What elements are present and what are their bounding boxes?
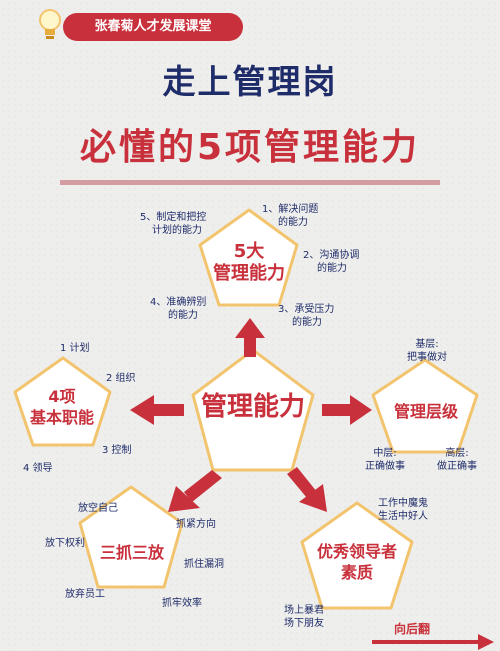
arrow-left-icon [130, 395, 184, 425]
left-node-title-line1: 4项 [48, 387, 76, 406]
left-pentagon [13, 356, 112, 447]
brand-badge: 张春菊人才发展课堂 [63, 13, 243, 41]
bl-item-3: 放弃员工 [65, 589, 105, 600]
top-pentagon [198, 208, 299, 307]
right-item-3: 高层:做正确事 [437, 448, 477, 472]
top-item-4: 4、准确辨别的能力 [150, 297, 207, 321]
left-node-title-line2: 基本职能 [29, 408, 94, 427]
right-node-title: 管理层级 [393, 402, 458, 421]
top-item-5: 5、制定和把控计划的能力 [140, 212, 207, 236]
arrow-down-right-icon [287, 467, 327, 512]
center-label: 管理能力 [200, 392, 305, 422]
center-pentagon [191, 348, 315, 472]
left-item-1: 1 计划 [60, 343, 90, 354]
bl-item-4: 抓紧方向 [176, 519, 216, 530]
bottom-right-pentagon [300, 501, 414, 610]
bl-item-2: 放下权利 [45, 538, 85, 549]
br-item-2: 场上暴君场下朋友 [284, 605, 324, 629]
arrow-right-long-icon [372, 634, 494, 650]
bottom-right-node-title-line1: 优秀领导者 [316, 542, 397, 561]
right-pentagon [371, 358, 479, 454]
title-divider [60, 180, 440, 185]
top-item-2: 2、沟通协调的能力 [303, 250, 360, 274]
top-node-title-line1: 5大 [233, 241, 265, 262]
bl-item-6: 抓牢效率 [162, 598, 202, 609]
bottom-right-node-title-line2: 素质 [340, 563, 373, 582]
arrow-up-icon [235, 318, 265, 357]
left-item-4: 4 领导 [23, 463, 53, 474]
bottom-left-node-title: 三抓三放 [99, 543, 164, 562]
top-item-1: 1、解决问题的能力 [262, 204, 319, 228]
arrow-right-icon [322, 395, 372, 425]
right-item-2: 中层:正确做事 [365, 448, 405, 472]
right-item-1: 基层:把事做对 [407, 339, 447, 363]
top-item-3: 3、承受压力的能力 [278, 304, 335, 328]
bl-item-5: 抓住漏洞 [184, 559, 224, 570]
page-subtitle: 必懂的5项管理能力 [79, 127, 421, 168]
left-item-3: 3 控制 [102, 445, 132, 456]
left-item-2: 2 组织 [106, 373, 136, 384]
bl-item-1: 放空自己 [78, 503, 118, 514]
br-item-1: 工作中魔鬼生活中好人 [378, 498, 428, 522]
next-page-label[interactable]: 向后翻 [394, 622, 431, 636]
bottom-left-pentagon [78, 485, 184, 589]
top-node-title-line2: 管理能力 [213, 263, 285, 284]
lightbulb-icon [39, 9, 61, 39]
arrow-down-left-icon [168, 470, 222, 512]
page-title: 走上管理岗 [162, 62, 338, 101]
